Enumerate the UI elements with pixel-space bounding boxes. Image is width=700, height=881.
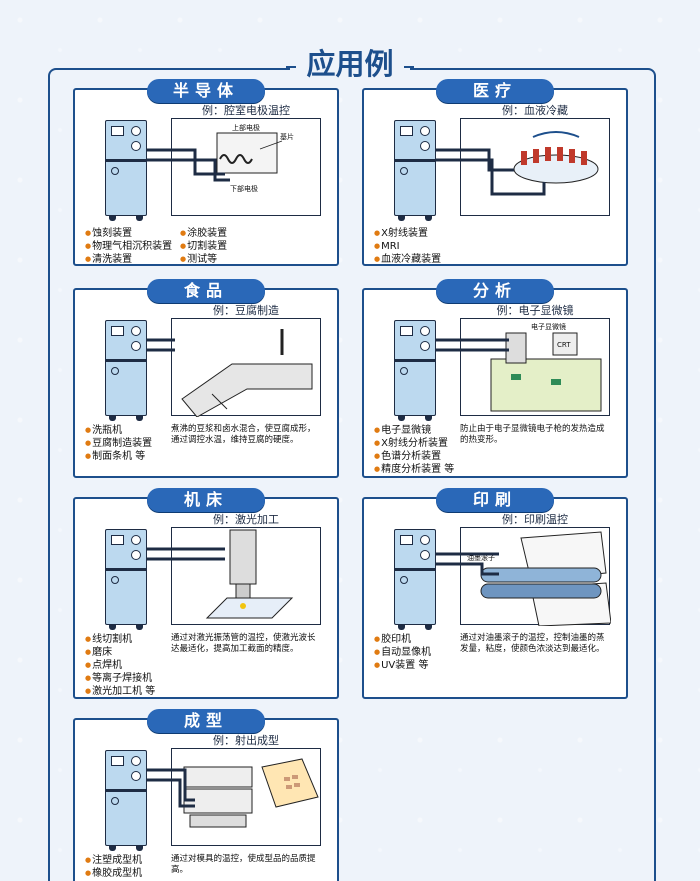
example-label: 例：血液冷藏: [502, 104, 568, 117]
application-list: 胶印机 自动显像机 UV装置 等: [374, 633, 431, 672]
list-item: 清洗装置: [85, 253, 172, 266]
list-item: 电子显微镜: [374, 424, 454, 437]
blood-storage-diagram: [513, 131, 599, 184]
chiller-unit: [394, 320, 436, 421]
panel-medical: 医疗 例：血液冷藏 X射线装置 MRI 血液冷藏装置: [362, 79, 628, 266]
application-list: 电子显微镜 X射线分析装置 色谱分析装置 精度分析装置 等: [374, 424, 454, 476]
injection-molding-diagram: [183, 758, 319, 828]
diagram-injection-molding: [171, 748, 321, 846]
application-list: 蚀刻装置 物理气相沉积装置 清洗装置: [85, 227, 172, 266]
diagram-microscope: 电子显微镜 CRT: [460, 318, 610, 416]
application-list: 线切割机 磨床 点焊机 等离子焊接机 激光加工机 等: [85, 633, 155, 698]
pipe-lines: [436, 148, 546, 196]
pipe-lines: [436, 552, 499, 576]
list-item: 制面条机 等: [85, 450, 152, 463]
list-item: 注塑成型机: [85, 854, 142, 867]
example-label: 例：印刷温控: [502, 513, 568, 526]
panel-title: 分析: [436, 279, 554, 303]
chiller-unit: [105, 120, 147, 221]
laser-diagram: [205, 529, 294, 619]
label-ink-roller: 油墨滚子: [467, 553, 495, 562]
list-item: MRI: [374, 240, 441, 253]
diagram-printing: 油墨滚子: [460, 527, 612, 627]
diagram-laser: [171, 527, 321, 625]
panel-food: 食品 例：豆腐制造 洗瓶机 豆腐制造装置 制面条机 等 煮沸的豆浆和卤水混合，使…: [73, 279, 339, 478]
application-list-right: 涂胶装置 切割装置 测试等: [180, 227, 227, 266]
application-list: 洗瓶机 豆腐制造装置 制面条机 等: [85, 424, 152, 463]
list-item: 测试等: [180, 253, 227, 266]
list-item: X射线分析装置: [374, 437, 454, 450]
microscope-diagram: 电子显微镜 CRT: [490, 322, 602, 412]
chiller-unit: [105, 750, 147, 851]
list-item: 精度分析装置 等: [374, 463, 454, 476]
label-wafer: 基片: [280, 132, 294, 141]
pipe-lines: [147, 768, 195, 808]
chiller-unit: [105, 529, 147, 630]
label-crt: CRT: [557, 341, 571, 349]
panel-semiconductor: 半导体 例：腔室电极温控 上部电极 基片 下部电极 蚀刻装置 物理气相沉积装置 …: [73, 79, 339, 266]
label-lower-electrode: 下部电极: [230, 184, 258, 193]
list-item: 激光加工机 等: [85, 685, 155, 698]
list-item: 涂胶装置: [180, 227, 227, 240]
printing-diagram: 油墨滚子: [467, 531, 612, 627]
application-description: 通过对模具的温控，使成型品的品质提高。: [171, 854, 316, 875]
diagram-tofu: [171, 318, 321, 418]
panel-title: 食品: [147, 279, 265, 303]
panel-title: 成型: [147, 709, 265, 733]
application-description: 通过对激光振荡管的温控，使激光波长达最适化，提高加工截面的精度。: [171, 633, 316, 654]
panel-analysis: 分析 例：电子显微镜 电子显微镜 CRT 电子显微镜 X射线分析装置 色谱分析装…: [362, 279, 628, 478]
chiller-unit: [105, 320, 147, 421]
list-item: 切割装置: [180, 240, 227, 253]
application-description: 煮沸的豆浆和卤水混合，使豆腐成形，通过调控水温，维持豆腐的硬度。: [171, 424, 316, 445]
diagram-blood-storage: [460, 118, 610, 216]
application-list: X射线装置 MRI 血液冷藏装置: [374, 227, 441, 266]
diagram-chamber: 上部电极 基片 下部电极: [171, 118, 321, 216]
pipe-lines: [436, 338, 509, 352]
chamber-electrode-diagram: 上部电极 基片 下部电极: [216, 123, 294, 193]
list-item: 物理气相沉积装置: [85, 240, 172, 253]
list-item: 胶印机: [374, 633, 431, 646]
page-title: 应用例: [286, 42, 414, 86]
list-item: 线切割机: [85, 633, 155, 646]
list-item: 自动显像机: [374, 646, 431, 659]
list-item: 蚀刻装置: [85, 227, 172, 240]
example-label: 例：电子显微镜: [496, 304, 574, 317]
example-label: 例：激光加工: [213, 513, 279, 526]
pipe-lines: [147, 148, 230, 182]
application-description: 通过对油墨滚子的温控，控制油墨的蒸发量，粘度，使颜色浓淡达到最适化。: [460, 633, 605, 654]
list-item: 橡胶成型机: [85, 867, 142, 880]
label-electron-microscope: 电子显微镜: [531, 322, 566, 331]
list-item: 磨床: [85, 646, 155, 659]
label-upper-electrode: 上部电极: [232, 123, 260, 132]
panel-printing: 印刷 例：印刷温控 油墨滚子 胶印机 自动显像机 UV装置 等 通过对油墨滚子的…: [362, 488, 628, 699]
list-item: 点焊机: [85, 659, 155, 672]
list-item: 色谱分析装置: [374, 450, 454, 463]
panel-title: 医疗: [436, 79, 554, 103]
panel-molding: 成型 例：射出成型 注塑成型机 橡胶成型机 通过对模具的温控，使成型品的品质提高…: [73, 709, 339, 881]
chiller-unit: [394, 529, 436, 630]
list-item: 血液冷藏装置: [374, 253, 441, 266]
chiller-unit: [394, 120, 436, 221]
list-item: 等离子焊接机: [85, 672, 155, 685]
pipe-lines: [147, 547, 225, 561]
list-item: X射线装置: [374, 227, 441, 240]
example-label: 例：豆腐制造: [213, 304, 279, 317]
panel-title: 印刷: [436, 488, 554, 512]
application-list: 注塑成型机 橡胶成型机: [85, 854, 142, 880]
list-item: 洗瓶机: [85, 424, 152, 437]
application-description: 防止由于电子显微镜电子枪的发热造成的热变形。: [460, 424, 605, 445]
example-label: 例：射出成型: [213, 734, 279, 747]
panel-machine-tools: 机床 例：激光加工 线切割机 磨床 点焊机 等离子焊接机 激光加工机 等 通过对…: [73, 488, 339, 699]
panel-title: 机床: [147, 488, 265, 512]
pipe-lines: [147, 338, 175, 352]
list-item: UV装置 等: [374, 659, 431, 672]
example-label: 例：腔室电极温控: [202, 104, 290, 117]
list-item: 豆腐制造装置: [85, 437, 152, 450]
panel-title: 半导体: [147, 79, 265, 103]
